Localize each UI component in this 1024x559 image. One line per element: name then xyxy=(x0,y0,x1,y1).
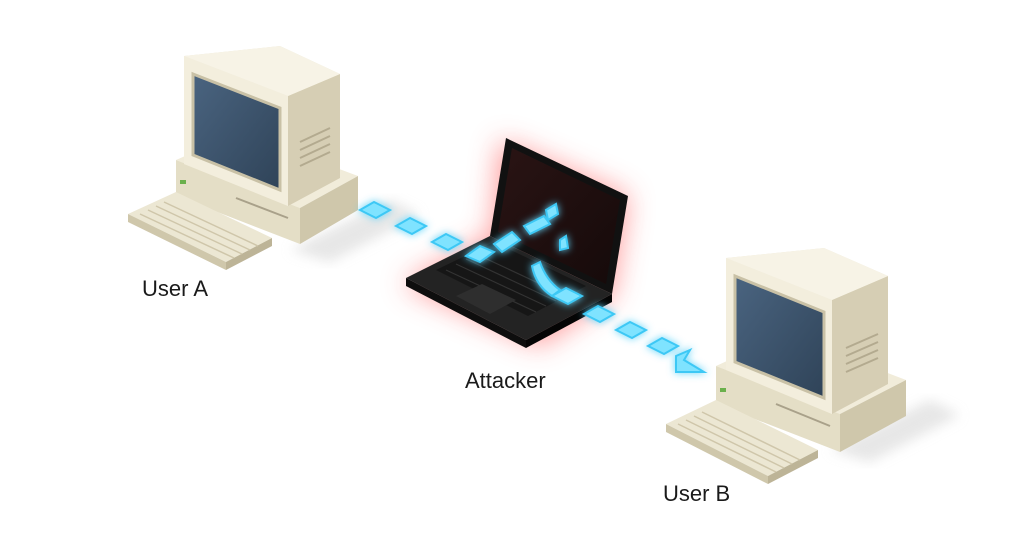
data-packet xyxy=(429,232,465,252)
data-packet xyxy=(645,336,681,356)
data-packet xyxy=(357,200,393,220)
attacker-label: Attacker xyxy=(465,368,546,393)
data-packet xyxy=(549,286,585,306)
desktop-computer-icon xyxy=(666,248,960,484)
data-packet xyxy=(559,234,570,252)
data-packet xyxy=(581,304,617,324)
laptop-icon xyxy=(406,138,628,348)
arrow-head-icon xyxy=(675,347,708,373)
data-packet xyxy=(544,202,560,222)
data-packet xyxy=(492,230,522,254)
desktop-computer-icon xyxy=(128,46,420,270)
data-packet xyxy=(613,320,649,340)
user-a-label: User A xyxy=(142,276,209,301)
user-b-computer xyxy=(666,248,960,484)
data-packet xyxy=(522,214,552,236)
data-flow xyxy=(357,200,708,373)
data-packet xyxy=(393,216,429,236)
user-b-label: User B xyxy=(663,481,731,506)
data-packet xyxy=(463,244,497,264)
user-a-computer xyxy=(128,46,420,270)
